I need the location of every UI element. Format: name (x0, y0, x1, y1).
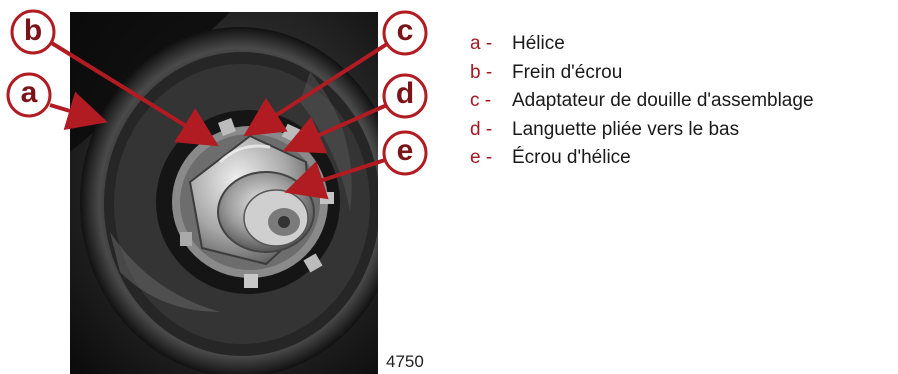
leader-b (50, 42, 212, 142)
legend-key-c: c - (470, 87, 512, 116)
legend-item-b: b -Frein d'écrou (470, 59, 814, 88)
legend-key-e: e - (470, 144, 512, 173)
legend-key-d: d - (470, 116, 512, 145)
legend-text-a: Hélice (512, 33, 565, 54)
legend-item-a: a -Hélice (470, 30, 814, 59)
legend-key-a: a - (470, 30, 512, 59)
legend-text-d: Languette pliée vers le bas (512, 119, 739, 140)
callout-e: e (385, 131, 425, 171)
legend-text-b: Frein d'écrou (512, 62, 622, 83)
legend-key-b: b - (470, 59, 512, 88)
leader-c (250, 44, 387, 132)
legend-item-c: c -Adaptateur de douille d'assemblage (470, 87, 814, 116)
callout-d: d (385, 74, 425, 114)
leader-lines (50, 42, 387, 190)
legend-text-e: Écrou d'hélice (512, 147, 631, 168)
legend-text-c: Adaptateur de douille d'assemblage (512, 90, 814, 111)
callout-b: b (13, 11, 53, 51)
callout-bubbles (8, 11, 426, 174)
leader-a (50, 105, 100, 120)
callout-a: a (9, 73, 49, 113)
leader-d (290, 105, 387, 148)
legend-item-e: e -Écrou d'hélice (470, 144, 814, 173)
figure-number: 4750 (386, 352, 424, 372)
legend-item-d: d -Languette pliée vers le bas (470, 116, 814, 145)
legend: a -Hélice b -Frein d'écrou c -Adaptateur… (470, 30, 814, 173)
callout-c: c (385, 11, 425, 51)
leader-e (292, 160, 385, 190)
